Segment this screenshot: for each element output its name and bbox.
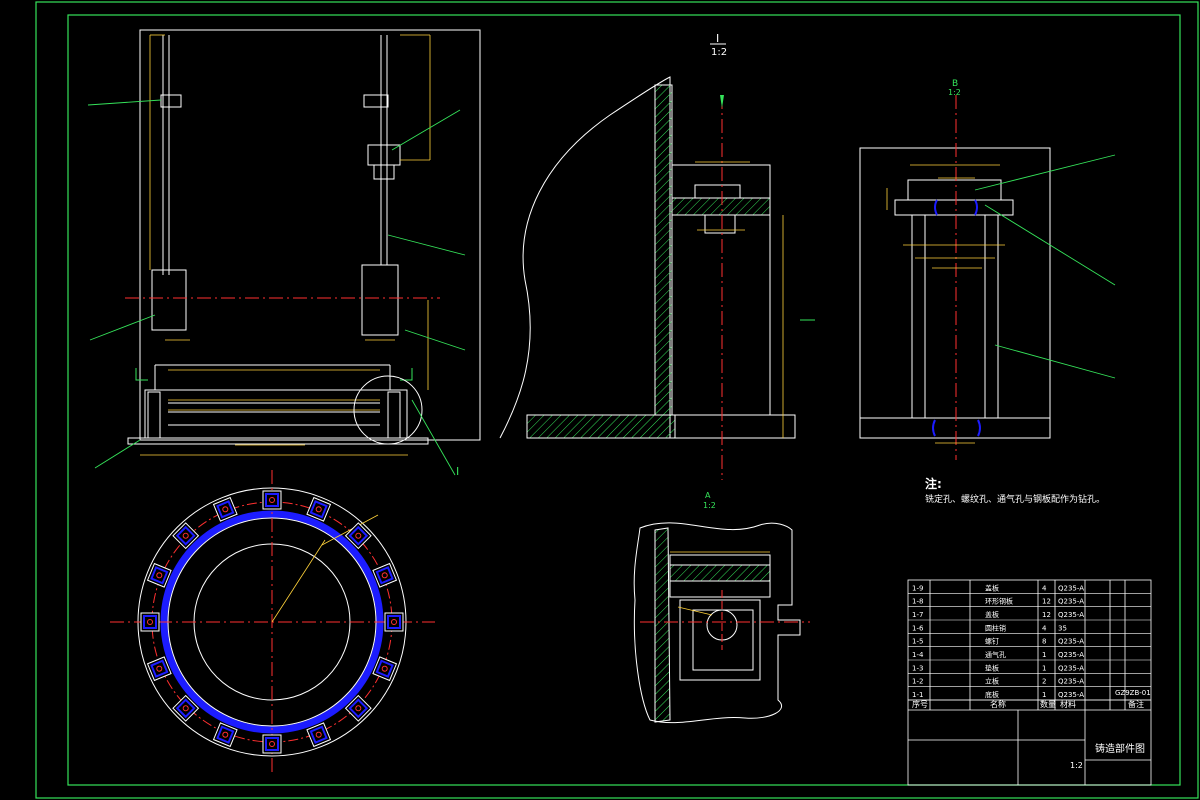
part-no: 1-8 — [912, 598, 923, 606]
part-name: 环形钢板 — [985, 597, 1013, 606]
title-block-header-material: 材料 — [1060, 699, 1076, 709]
part-material: Q235-A — [1058, 611, 1084, 619]
ring-lug — [306, 722, 332, 748]
section-b-view: B 1:2 — [859, 79, 1051, 460]
outer-border — [35, 1, 1199, 799]
ring-lug — [372, 656, 398, 682]
title-block-header-name: 名称 — [990, 699, 1006, 709]
part-qty: 12 — [1042, 598, 1051, 606]
part-no: 1-7 — [912, 611, 923, 619]
detail-i-title: I — [716, 32, 719, 45]
part-qty: 4 — [1042, 624, 1047, 632]
part-qty: 8 — [1042, 638, 1046, 646]
part-no: 1-4 — [912, 651, 924, 659]
part-name: 立板 — [985, 677, 999, 686]
title-block-header-no: 序号 — [912, 699, 928, 709]
part-name: 通气孔 — [985, 650, 1006, 659]
part-material: Q235-A — [1058, 664, 1084, 672]
part-qty: 1 — [1042, 651, 1046, 659]
inner-border — [67, 14, 1181, 786]
note-text: 铣定孔、螺纹孔、通气孔与钢板配作为钻孔。 — [925, 493, 1105, 505]
part-name: 螺钉 — [985, 637, 999, 646]
title-block-title: 铸造部件图 — [1095, 742, 1145, 755]
part-qty: 1 — [1042, 691, 1046, 699]
section-b-scale: 1:2 — [948, 88, 961, 97]
part-material: Q235-A — [1058, 638, 1084, 646]
part-qty: 1 — [1042, 664, 1046, 672]
ring-lug — [172, 694, 200, 722]
callout-i-label: I — [456, 465, 459, 478]
ring-lug — [262, 490, 282, 510]
ring-lug — [146, 656, 172, 682]
view-a-scale: 1:2 — [703, 501, 716, 510]
ring-lug — [140, 612, 160, 632]
title-block-header-note: 备注 — [1128, 699, 1144, 709]
title-block-scale: 1:2 — [1070, 761, 1083, 770]
part-material: Q235-A — [1058, 584, 1084, 592]
part-no: 1-1 — [912, 691, 923, 699]
section-b-title: B — [952, 79, 958, 89]
part-name: 垫板 — [985, 663, 999, 672]
detail-i-view: I 1:2 — [499, 32, 815, 480]
part-name: 底板 — [985, 690, 999, 699]
title-block-drawing-no: GZ9ZB-01 — [1115, 689, 1151, 697]
view-a: A 1:2 — [633, 491, 810, 724]
title-block-header-qty: 数量 — [1040, 699, 1056, 709]
part-material: Q235-A — [1058, 678, 1084, 686]
ring-lug — [306, 496, 332, 522]
part-no: 1-6 — [912, 624, 924, 632]
part-qty: 2 — [1042, 678, 1046, 686]
part-name: 盖板 — [985, 610, 999, 619]
part-name: 圆柱销 — [985, 623, 1006, 632]
circular-section-view — [110, 470, 435, 775]
part-no: 1-5 — [912, 638, 923, 646]
ring-lug — [344, 522, 372, 550]
part-material: Q235-A — [1058, 598, 1084, 606]
part-no: 1-2 — [912, 678, 923, 686]
front-view-boundary — [139, 29, 481, 441]
note-title: 注: — [925, 476, 942, 491]
ring-lug — [172, 522, 200, 550]
part-material: Q235-A — [1058, 691, 1084, 699]
part-name: 盖板 — [985, 583, 999, 592]
ring-lug — [384, 612, 404, 632]
part-no: 1-9 — [912, 584, 923, 592]
detail-i-scale: 1:2 — [711, 47, 727, 58]
ring-lug — [344, 694, 372, 722]
part-qty: 4 — [1042, 584, 1047, 592]
view-a-title: A — [705, 491, 711, 500]
ring-lug — [372, 562, 398, 588]
front-view — [125, 29, 481, 456]
part-qty: 12 — [1042, 611, 1051, 619]
ring-lug — [146, 562, 172, 588]
detail-i-circle — [353, 375, 423, 445]
ring-lug — [212, 722, 238, 748]
part-material: Q235-A — [1058, 651, 1084, 659]
part-no: 1-3 — [912, 664, 923, 672]
ring-lug — [212, 496, 238, 522]
part-material: 35 — [1058, 624, 1067, 632]
ring-lug — [262, 734, 282, 754]
